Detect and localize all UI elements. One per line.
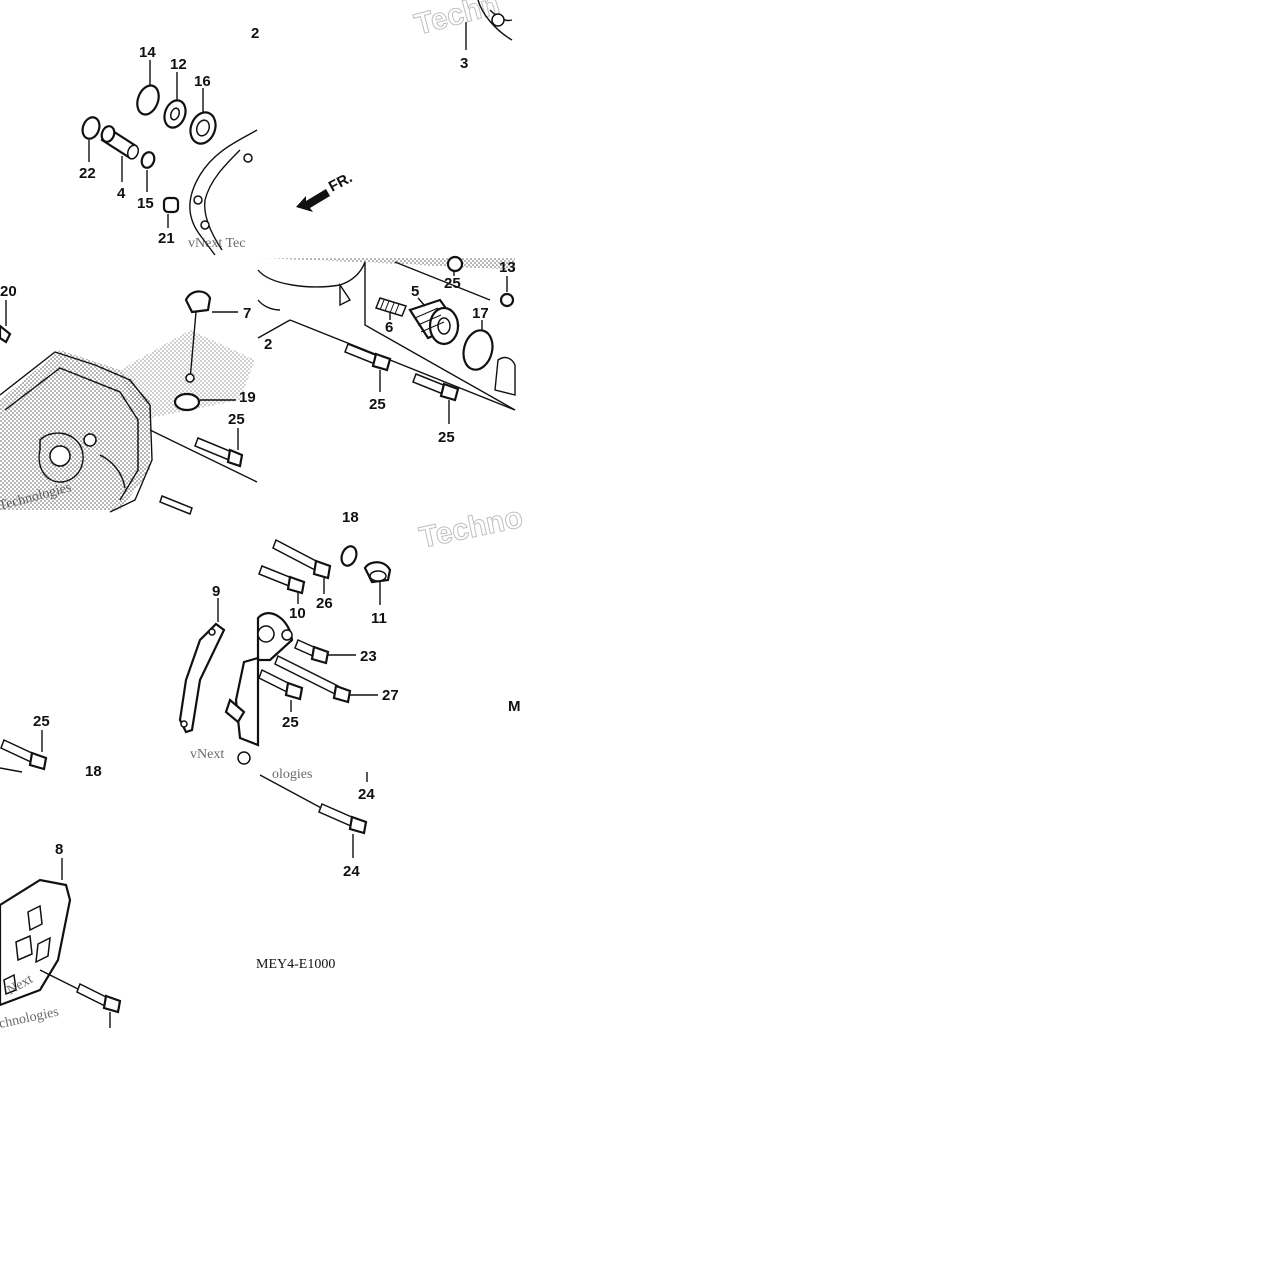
o-ring-17-part: [462, 320, 494, 371]
callout-24-a: 24: [358, 786, 375, 803]
tile-middle-center: 2 25 5 6 13 17 25 25: [257, 255, 516, 446]
callout-3: 3: [460, 55, 468, 72]
shaft-part: [100, 125, 140, 182]
tile-lower-center: Techno 18: [178, 500, 526, 880]
callout-25-a: 25: [228, 411, 245, 428]
callout-2-mid: 2: [264, 336, 272, 353]
circlip-part: [136, 60, 160, 116]
callout-20: 20: [0, 283, 17, 300]
callout-4: 4: [117, 185, 126, 202]
callout-19: 19: [239, 389, 256, 406]
bolt-23-part: [294, 638, 356, 665]
callout-14: 14: [139, 44, 156, 61]
tile-lower-left: 25 18 8 chnologies Next: [0, 713, 122, 1032]
callout-25-f: 25: [33, 713, 50, 730]
callout-25-d: 25: [438, 429, 455, 446]
bolt-25-part: [194, 428, 244, 468]
bearing-part: [189, 88, 217, 145]
watermark-vnext-top: vNext Tec: [188, 236, 245, 251]
bolt-25-c-part: [412, 373, 460, 424]
callout-17: 17: [472, 305, 489, 322]
callout-m: M: [508, 698, 521, 715]
dowel-part: [162, 196, 180, 228]
part-code-label: MEY4-E1000: [256, 957, 335, 972]
oil-filter-part: [408, 297, 460, 346]
bolt-8-part: [39, 969, 122, 1028]
callout-16: 16: [194, 73, 211, 90]
callout-12: 12: [170, 56, 187, 73]
front-direction-arrow: FR.: [296, 169, 355, 212]
callout-25-e: 25: [282, 714, 299, 731]
bolt-10-part: [258, 565, 306, 604]
callout-11: 11: [371, 610, 387, 627]
bolt-25-left-part: [0, 730, 48, 773]
callout-23: 23: [360, 648, 377, 665]
dipstick-part: [184, 290, 238, 383]
watermark-techno-lower: Techno: [417, 501, 526, 555]
tile-top-middle: Techn 3 FR.: [296, 0, 513, 212]
bolt-27-part: [274, 654, 378, 704]
tile-middle-left: 20 7 19 25 Technologies: [0, 283, 258, 515]
callout-21: 21: [158, 230, 175, 247]
callout-2-top: 2: [251, 25, 259, 42]
callout-22: 22: [79, 165, 96, 182]
tile-top-left: 14 12 16 22 4 15 21 2 vNext Tec: [79, 25, 259, 256]
bolt-26-part: [272, 538, 332, 594]
callout-9: 9: [212, 583, 220, 600]
o-ring-19-part: [173, 392, 236, 412]
front-label: FR.: [326, 169, 355, 195]
spring-part: [375, 297, 407, 320]
watermark-ologies-lower: ologies: [272, 767, 312, 782]
washer-part: [163, 72, 187, 129]
callout-25-c: 25: [369, 396, 386, 413]
watermark-chnologies-bottom: chnologies: [0, 1005, 60, 1032]
bolt-24-b-part: [259, 774, 368, 858]
callout-18-b: 18: [85, 763, 102, 780]
callout-6: 6: [385, 319, 393, 336]
callout-27: 27: [382, 687, 399, 704]
callout-25-b: 25: [444, 275, 461, 292]
callout-10: 10: [289, 605, 306, 622]
gasket-part: [178, 598, 226, 734]
pump-cover-part: [224, 612, 294, 765]
washer-18-part: [340, 545, 358, 567]
guard-plate-part: [0, 858, 72, 1007]
callout-5: 5: [411, 283, 419, 300]
o-ring-part: [140, 151, 156, 192]
callout-24-b: 24: [343, 863, 360, 880]
watermark-vnext-lower: vNext: [190, 747, 224, 762]
callout-18-a: 18: [342, 509, 359, 526]
callout-15: 15: [137, 195, 154, 212]
callout-8: 8: [55, 841, 63, 858]
bolt-25-b-part: [344, 343, 392, 392]
seal-part: [81, 116, 101, 162]
dowel-pin-part: [0, 300, 12, 344]
callout-26: 26: [316, 595, 333, 612]
callout-7: 7: [243, 305, 251, 322]
callout-13: 13: [499, 259, 516, 276]
drain-plug-part: [363, 561, 392, 605]
seal-13-part: [499, 276, 515, 308]
bolt-25-lower-part: [258, 668, 304, 712]
bolt-25-top-part: [446, 255, 464, 276]
